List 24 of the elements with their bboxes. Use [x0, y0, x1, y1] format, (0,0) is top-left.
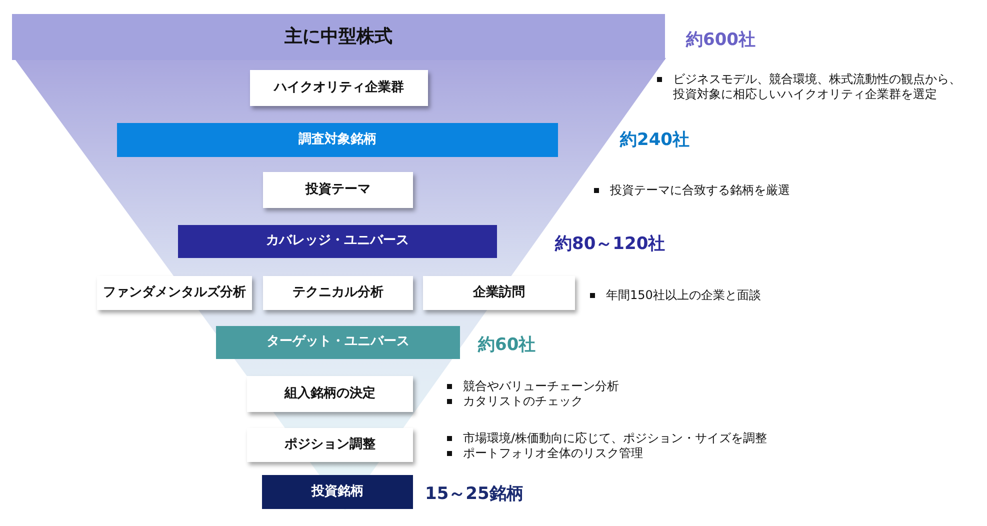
count-label: 約600社 — [686, 29, 756, 51]
stage-box: 投資テーマ — [263, 172, 413, 208]
stage-box: ハイクオリティ企業群 — [250, 70, 428, 106]
stage-box: 組入銘柄の決定 — [247, 376, 413, 412]
count-label: 15～25銘柄 — [425, 483, 524, 505]
stage-box: テクニカル分析 — [263, 276, 413, 310]
count-label: 約60社 — [478, 334, 536, 356]
stage-banner: ターゲット・ユニバース — [216, 326, 460, 359]
count-label: 約240社 — [620, 129, 690, 151]
note-text: カタリストのチェック — [463, 394, 583, 409]
stage-banner: 投資銘柄 — [262, 475, 413, 509]
stage-box: 企業訪問 — [423, 276, 575, 310]
note-text: ポートフォリオ全体のリスク管理 — [463, 446, 643, 461]
stage-banner: 主に中型株式 — [12, 14, 665, 60]
note-text: ビジネスモデル、競合環境、株式流動性の観点から、投資対象に相応しいハイクオリティ企業群を選定 — [673, 72, 962, 102]
count-label: 約80～120社 — [555, 233, 666, 255]
note-text: 投資テーマに合致する銘柄を厳選 — [610, 183, 791, 198]
stage-box: ファンダメンタルズ分析 — [97, 276, 252, 310]
note-text: 競合やバリューチェーン分析 — [463, 379, 619, 394]
note-text: 年間150社以上の企業と面談 — [606, 288, 761, 303]
note-text: 市場環境/株価動向に応じて、ポジション・サイズを調整 — [463, 431, 768, 446]
stage-box: ポジション調整 — [247, 428, 413, 462]
stage-banner: カバレッジ・ユニバース — [178, 225, 497, 258]
stage-banner: 調査対象銘柄 — [117, 123, 558, 157]
